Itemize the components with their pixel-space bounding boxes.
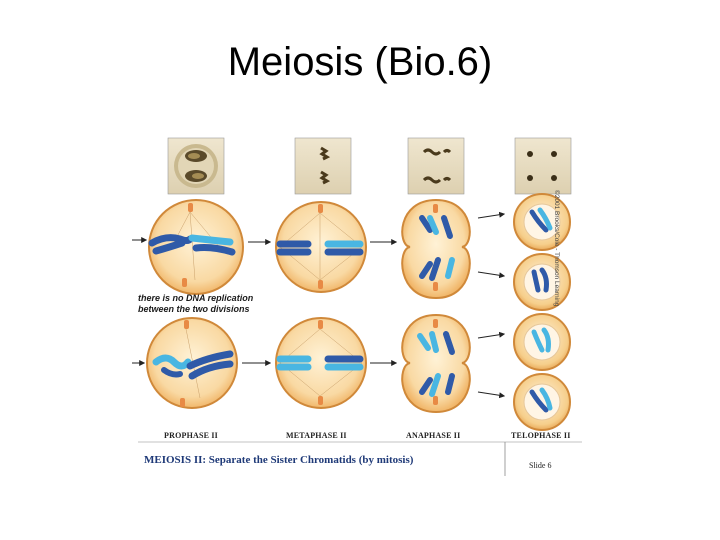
- label-metaphase-ii: METAPHASE II: [286, 431, 347, 440]
- micrograph-metaphase: [294, 137, 352, 195]
- process-arrows: [132, 211, 506, 399]
- metaphase-cell-top: [275, 201, 367, 293]
- arrow-ana-telo-1: [477, 211, 506, 219]
- meiosis-figure: there is no DNA replication between the …: [130, 130, 590, 480]
- micrograph-anaphase: [407, 137, 465, 195]
- telophase-cell-1: [513, 193, 571, 251]
- note-line-2: between the two divisions: [138, 304, 250, 314]
- no-replication-note: there is no DNA replication between the …: [138, 293, 298, 315]
- slide-number: Slide 6: [529, 461, 552, 470]
- note-line-1: there is no DNA replication: [138, 293, 254, 303]
- anaphase-cell-bottom: [401, 313, 471, 414]
- meiosis-illustration: [132, 137, 582, 476]
- micrograph-telophase: [514, 137, 572, 195]
- label-anaphase-ii: ANAPHASE II: [406, 431, 461, 440]
- telophase-cell-3: [513, 313, 571, 371]
- meiosis-ii-caption: MEIOSIS II: Separate the Sister Chromati…: [144, 454, 414, 466]
- telophase-cell-2: [513, 253, 571, 311]
- prophase-cell-bottom: [146, 317, 238, 409]
- arrow-ana-telo-4: [477, 391, 506, 399]
- arrow-ana-telo-3: [477, 331, 506, 339]
- arrow-ana-telo-2: [477, 271, 506, 279]
- anaphase-cell-top: [401, 198, 471, 300]
- prophase-cell-top: [148, 199, 244, 295]
- micrograph-prophase: [167, 137, 225, 195]
- copyright-notice: ©2001 Brooks/Cole - Thomson Learning: [553, 190, 560, 307]
- metaphase-cell-bottom: [275, 317, 367, 409]
- telophase-cell-4: [513, 373, 571, 431]
- label-telophase-ii: TELOPHASE II: [511, 431, 571, 440]
- label-prophase-ii: PROPHASE II: [164, 431, 218, 440]
- slide-title: Meiosis (Bio.6): [227, 40, 493, 84]
